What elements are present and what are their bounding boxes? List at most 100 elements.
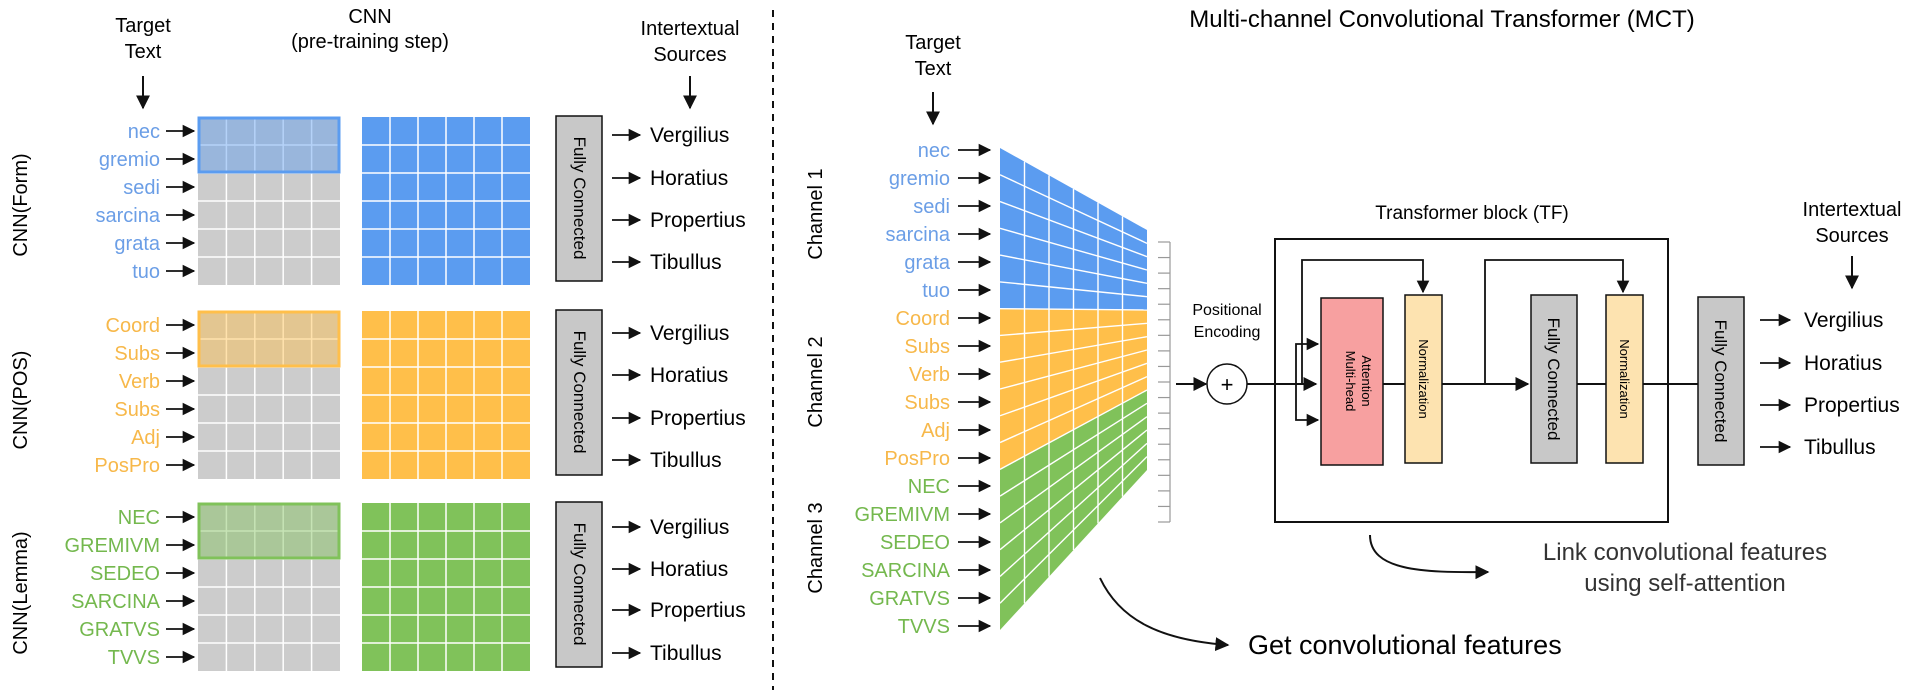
multi-head-attention-box [1320, 297, 1384, 466]
cnn-title-line1: CNN [348, 6, 391, 28]
mct-sources-title-line1: Intertextual [1803, 199, 1902, 221]
mct-input-word: SEDEO [880, 532, 950, 554]
input-word: TVVS [108, 647, 160, 669]
fully-connected-box [555, 501, 603, 668]
mct-source-label: Propertius [1804, 394, 1900, 417]
sum-plus-symbol: + [1221, 372, 1234, 397]
source-label: Tibullus [650, 251, 722, 274]
normalization-label-2: Normalization [1617, 339, 1632, 418]
cnn-panel-pos: CNN(POS)CoordSubsVerbSubsAdjPosProFully … [10, 309, 746, 479]
source-label: Tibullus [650, 449, 722, 472]
mct-input-word: Coord [896, 308, 950, 330]
panel-label-form: CNN(Form) [10, 153, 32, 256]
mct-input-word: Adj [921, 420, 950, 442]
left-panels: CNN(Form)necgremiosedisarcinagratatuoFul… [10, 115, 746, 671]
mct-input-word: TVVS [898, 616, 950, 638]
fully-connected-box [555, 309, 603, 476]
conv-window [197, 502, 341, 560]
output-fully-connected-label: Fully Connected [1711, 320, 1730, 443]
mct-input-word: SARCINA [861, 560, 951, 582]
conv-window [197, 116, 341, 174]
mct-input-word: Verb [909, 364, 950, 386]
residual-connection-2 [1484, 259, 1630, 384]
mct-input-word: Subs [904, 392, 950, 414]
input-word: Subs [114, 343, 160, 365]
normalization-box-2 [1605, 294, 1644, 464]
input-word: GREMIVM [64, 535, 160, 557]
get-features-arrow [1099, 577, 1230, 652]
mct-source-label: Horatius [1804, 352, 1882, 375]
input-word: PosPro [94, 455, 160, 477]
input-word: nec [128, 121, 160, 143]
source-label: Propertius [650, 209, 746, 232]
cnn-title-line2: (pre-training step) [291, 31, 449, 53]
input-word: SEDEO [90, 563, 160, 585]
left-target-text-line1: Target [115, 15, 171, 37]
fully-connected-box [555, 115, 603, 282]
input-word: GRATVS [79, 619, 160, 641]
mct-input-word: sedi [913, 196, 950, 218]
source-label: Horatius [650, 364, 728, 387]
input-word: NEC [118, 507, 160, 529]
mct-input-word: GRATVS [869, 588, 950, 610]
mct-section: Multi-channel Convolutional Transformer … [905, 6, 1695, 126]
mct-input-word: NEC [908, 476, 950, 498]
mct-source-label: Vergilius [1804, 309, 1883, 332]
input-word: sedi [123, 177, 160, 199]
cnn-panel-form: CNN(Form)necgremiosedisarcinagratatuoFul… [10, 115, 746, 285]
mct-target-text-line1: Target [905, 32, 961, 54]
mct-input-word: grata [904, 252, 950, 274]
input-word: Subs [114, 399, 160, 421]
attention-input-split-upper [1295, 337, 1320, 384]
positional-encoding-line2: Encoding [1194, 324, 1261, 341]
feature-map [362, 503, 530, 671]
get-features-label: Get convolutional features [1248, 630, 1562, 660]
transformer-block-label: Transformer block (TF) [1375, 203, 1569, 224]
mct-word-list: necgremiosedisarcinagratatuoCoordSubsVer… [805, 140, 992, 638]
mct-target-text-line2: Text [915, 58, 952, 80]
multi-head-attention-line1: Multi-head [1343, 351, 1358, 412]
mct-input-word: sarcina [886, 224, 951, 246]
embedding-grid [198, 117, 340, 285]
source-label: Horatius [650, 558, 728, 581]
multi-head-attention-line2: Attention [1359, 355, 1374, 406]
channel-label: Channel 1 [805, 168, 827, 259]
normalization-box-1 [1404, 294, 1443, 464]
residual-connection-1 [1301, 259, 1430, 384]
source-label: Horatius [650, 167, 728, 190]
fully-connected-label: Fully Connected [570, 137, 589, 260]
panel-label-lemma: CNN(Lemma) [10, 531, 32, 654]
mct-source-label: Tibullus [1804, 436, 1876, 459]
positional-encoding-ticks [1158, 241, 1171, 523]
embedding-grid [198, 311, 340, 479]
output-fully-connected-box [1697, 296, 1745, 466]
mct-input-word: Subs [904, 336, 950, 358]
link-note-arrow [1369, 534, 1490, 580]
fully-connected-label: Fully Connected [570, 331, 589, 454]
feature-map [362, 311, 530, 479]
attention-input-split-lower [1295, 384, 1320, 427]
mct-channel-tensor [999, 148, 1148, 630]
channel-label: Channel 2 [805, 336, 827, 427]
input-word: tuo [132, 261, 160, 283]
source-label: Vergilius [650, 124, 729, 147]
left-target-text-line2: Text [125, 41, 162, 63]
link-note-line2: using self-attention [1584, 570, 1785, 597]
normalization-label-1: Normalization [1416, 339, 1431, 418]
conv-window [197, 310, 341, 368]
mct-input-word: gremio [889, 168, 950, 190]
input-word: grata [114, 233, 160, 255]
source-label: Propertius [650, 599, 746, 622]
transformer-fully-connected-label: Fully Connected [1544, 318, 1563, 441]
transformer-fully-connected-box [1530, 294, 1578, 464]
input-word: SARCINA [71, 591, 161, 613]
left-sources-title-line2: Sources [653, 44, 726, 66]
input-word: sarcina [96, 205, 161, 227]
source-label: Vergilius [650, 516, 729, 539]
link-note-line1: Link convolutional features [1543, 539, 1827, 566]
input-word: Adj [131, 427, 160, 449]
left-header: Target Text CNN (pre-training step) Inte… [115, 6, 739, 110]
transformer-block: Transformer block (TF) Multi-head Attent… [1247, 203, 1698, 523]
mct-input-word: GREMIVM [854, 504, 950, 526]
mct-title: Multi-channel Convolutional Transformer … [1189, 6, 1695, 33]
